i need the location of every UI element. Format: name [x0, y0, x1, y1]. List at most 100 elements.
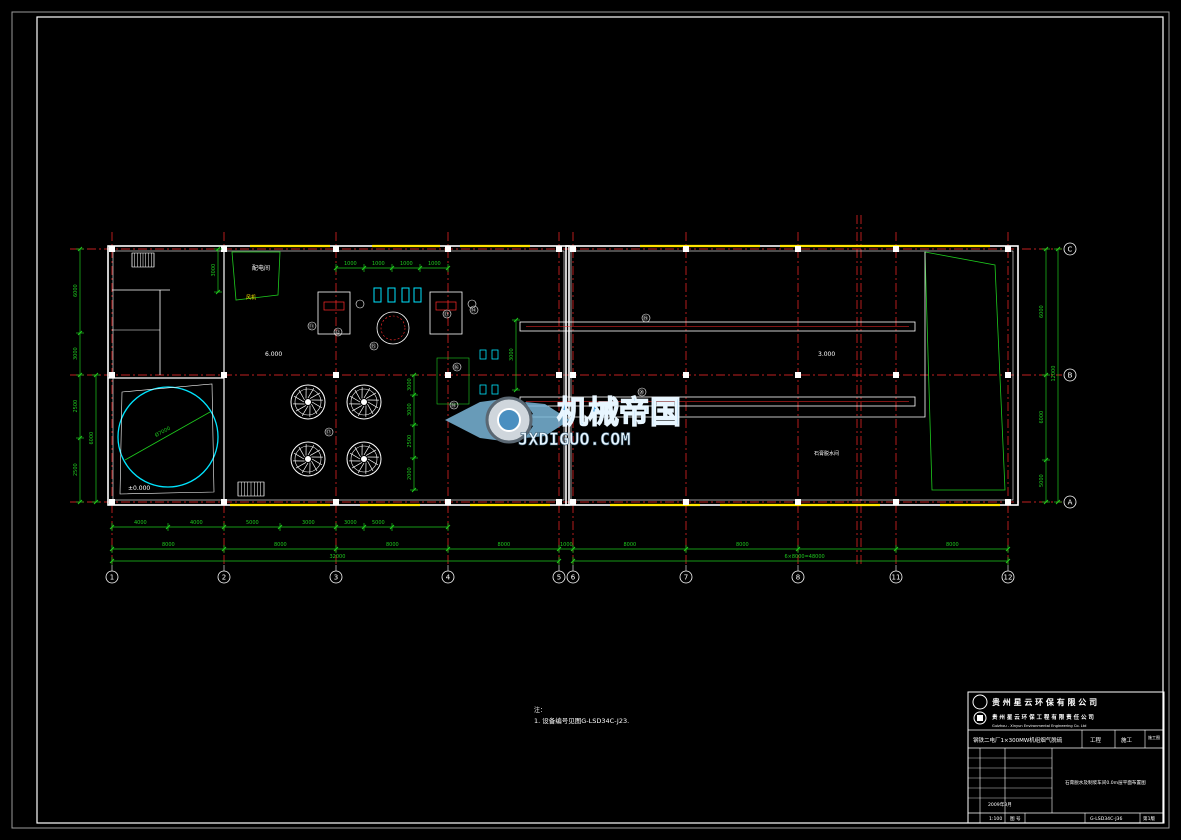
east-building-inner-wall: [570, 250, 1014, 501]
drawing-scale: 1:100: [989, 816, 1002, 822]
fan-blade: [363, 388, 371, 399]
fan-hub: [361, 399, 367, 405]
dim-slash: [77, 499, 83, 505]
watermark-cn: 机械帝国: [557, 395, 681, 431]
fan-blade: [307, 445, 315, 456]
structural-column: [893, 246, 899, 252]
fan-hub: [305, 456, 311, 462]
grid-bubble-col: [441, 570, 455, 584]
structural-column: [795, 246, 801, 252]
grid-bubble-col-label: 3: [334, 574, 338, 582]
callout-circle: [333, 327, 343, 337]
callout-label: ⑭: [471, 307, 476, 314]
mixing-tank: [376, 311, 410, 345]
fan-blade: [351, 405, 363, 412]
drawing-title: 石膏脱水及制浆车间0.0m层平面布置图: [1065, 779, 1146, 786]
dim-slash: [77, 246, 83, 252]
grid-bubble-col-label: 11: [892, 574, 901, 582]
stair-bottom: [237, 481, 265, 497]
structural-column: [556, 372, 562, 378]
callout-circle: [369, 341, 379, 351]
conveyor-1: [519, 321, 916, 332]
callout-circle: [442, 309, 452, 319]
dim-slash: [333, 546, 339, 552]
structural-column: [1005, 372, 1011, 378]
grid-bubble-col: [552, 570, 566, 584]
pump-3: [413, 287, 422, 303]
fan-blade: [367, 403, 374, 415]
structural-column: [445, 372, 451, 378]
filter-right: [429, 291, 477, 335]
dim-text: 6000: [73, 284, 79, 297]
dim-slash: [215, 246, 221, 252]
project-name: 钢铁二电厂1×300MW机组烟气脱硫: [973, 736, 1063, 744]
dim-text: 5000: [246, 520, 259, 526]
grid-bubble-col: [566, 570, 580, 584]
structural-column: [893, 372, 899, 378]
stage-label: 工程: [1090, 736, 1102, 744]
dim-text: 8000: [274, 542, 287, 548]
fan-blade: [357, 405, 365, 416]
grid-bubble-col-label: 8: [796, 574, 800, 582]
dim-slash: [109, 546, 115, 552]
drawing-number: G-LSD34C-J36: [1090, 816, 1122, 822]
callout-circle: [307, 321, 317, 331]
title-block: [967, 691, 1165, 824]
phase-label: 施工图: [1148, 734, 1160, 740]
fan-blade: [309, 392, 321, 399]
dim-slash: [445, 524, 451, 530]
dim-text: 6×8000=48000: [785, 554, 825, 560]
building-plan: [107, 244, 1019, 507]
tank-dim-label: Ø7000: [154, 425, 172, 439]
dim-slash: [389, 524, 395, 530]
dim-slash: [1043, 457, 1049, 463]
grid-bubble-col-label: 12: [1004, 574, 1013, 582]
fan-blade: [294, 452, 305, 460]
fan-blade: [354, 446, 361, 458]
callout-label: ⑲: [643, 315, 648, 322]
fan-blade: [311, 458, 322, 466]
grid-bubble-col: [679, 570, 693, 584]
structural-column: [556, 246, 562, 252]
dim-text: 1000: [400, 261, 413, 267]
fan-ring: [290, 441, 326, 477]
dim-slash: [411, 455, 417, 461]
company-name-cn-2: 贵 州 星 云 环 保 工 程 有 限 责 任 公 司: [992, 713, 1094, 721]
fan-blade: [350, 452, 361, 460]
filter-frame: [317, 291, 351, 335]
callout-label: ⑱: [451, 402, 456, 409]
callout-label: ⑯: [454, 364, 459, 371]
dim-slash: [445, 546, 451, 552]
stair-top-left: [131, 252, 155, 268]
dim-text: 4000: [190, 520, 203, 526]
structural-column: [333, 499, 339, 505]
callout-circle: [469, 305, 479, 315]
dim-slash: [333, 524, 339, 530]
structural-column: [893, 499, 899, 505]
structural-column: [445, 246, 451, 252]
fan-hub: [361, 456, 367, 462]
dim-slash: [411, 422, 417, 428]
callout-circle: [452, 362, 462, 372]
dim-text: 8000: [946, 542, 959, 548]
dim-slash: [215, 289, 221, 295]
sheet-label: 图 号: [1010, 816, 1021, 822]
structural-column: [570, 246, 576, 252]
callout-circle: [324, 427, 334, 437]
dim-text: 8000: [162, 542, 175, 548]
dim-slash: [411, 392, 417, 398]
grid-bubble-col-label: 6: [571, 574, 576, 582]
grid-bubble-col-label: 5: [557, 574, 561, 582]
dim-text: 32000: [330, 554, 346, 560]
filter-frame: [429, 291, 463, 335]
dim-text: 1000: [560, 542, 573, 548]
dim-text: 3000: [509, 348, 515, 361]
grid-bubble-col-label: 7: [684, 574, 688, 582]
dim-slash: [556, 546, 562, 552]
grid-bubble-col-label: 4: [446, 574, 451, 582]
dim-slash: [221, 524, 227, 530]
grid-bubble-col-label: 2: [222, 574, 226, 582]
